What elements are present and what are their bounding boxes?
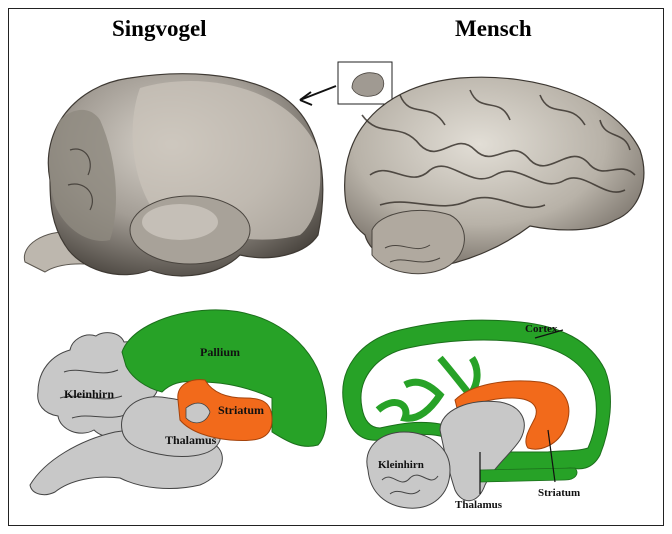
label-bird-cerebellum: Kleinhirn <box>64 387 114 401</box>
label-human-cerebellum: Kleinhirn <box>378 459 424 471</box>
label-bird-thalamus: Thalamus <box>165 433 217 447</box>
songbird-brain-photo <box>24 74 322 276</box>
label-bird-striatum: Striatum <box>218 403 264 417</box>
human-thalamus <box>440 401 524 500</box>
human-schematic <box>343 320 611 508</box>
label-human-striatum: Striatum <box>538 487 580 499</box>
songbird-schematic <box>30 310 327 495</box>
human-brain-photo <box>345 77 644 274</box>
label-cortex: Cortex <box>525 323 558 335</box>
scale-arrow-icon <box>300 86 336 105</box>
label-human-thalamus: Thalamus <box>455 499 503 511</box>
label-pallium: Pallium <box>200 345 240 359</box>
